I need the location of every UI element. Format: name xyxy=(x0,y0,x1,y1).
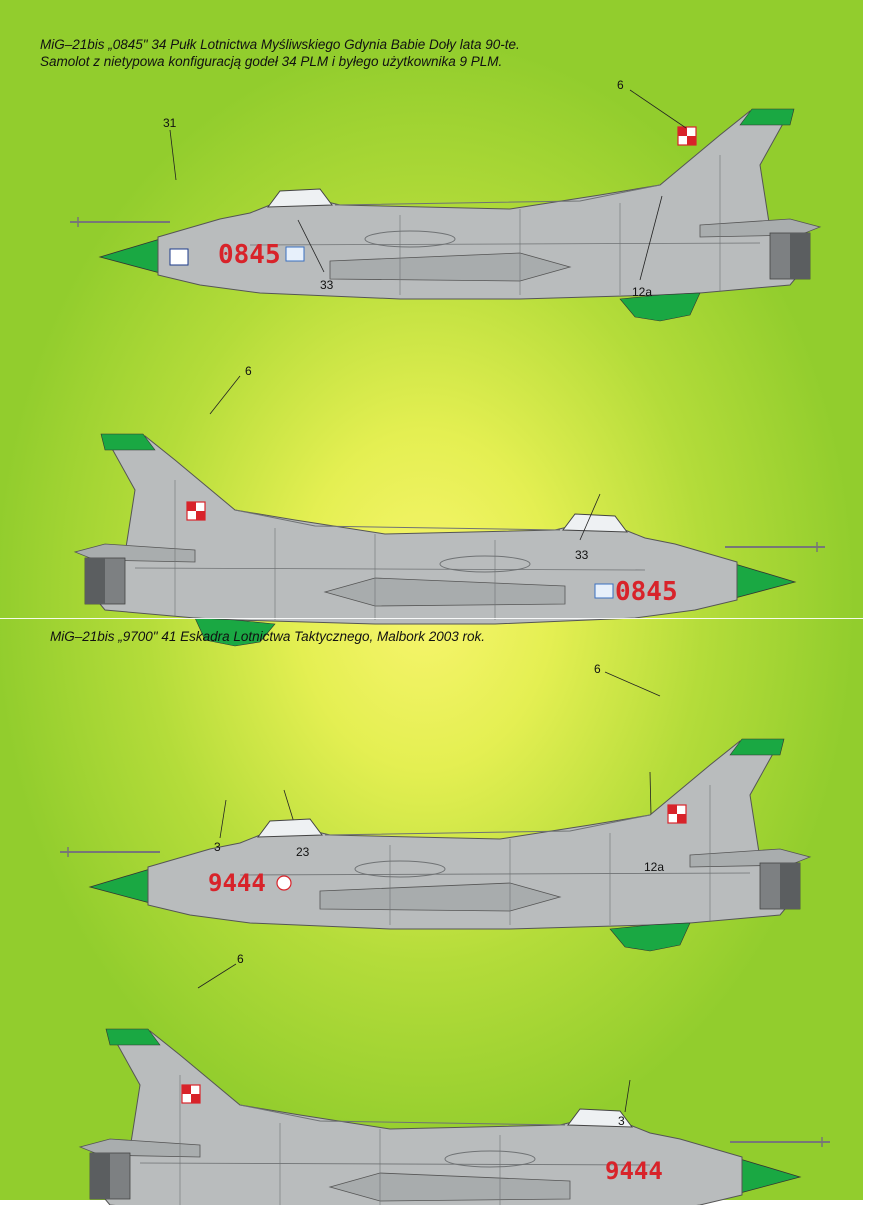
roundel-icon xyxy=(667,804,687,824)
page-margin xyxy=(863,0,883,1200)
section1-title-line1: MiG–21bis „0845" 34 Pułk Lotnictwa Myśli… xyxy=(40,37,520,52)
serial-number: 0845 xyxy=(218,240,281,270)
callout-6: 6 xyxy=(594,662,601,676)
section1-title-line2: Samolot z nietypowa konfiguracją godeł 3… xyxy=(40,54,503,69)
callout-3: 3 xyxy=(214,840,221,854)
serial-number: 9444 xyxy=(605,1157,663,1185)
callout-33: 33 xyxy=(575,548,589,562)
aircraft-right-profile-0845: 0845 xyxy=(74,433,826,647)
unit-emblem-icon xyxy=(276,875,292,891)
aircraft-left-profile-9444: 9444 xyxy=(59,738,811,952)
unit-badge-icon xyxy=(169,246,305,266)
unit-badge-icon xyxy=(594,583,614,599)
callout-12a: 12a xyxy=(644,860,665,874)
section2-title: MiG–21bis „9700" 41 Eskadra Lotnictwa Ta… xyxy=(50,629,486,644)
callout-6: 6 xyxy=(617,78,624,92)
aircraft-right-profile-9444: 9444 xyxy=(79,1028,831,1205)
callout-31: 31 xyxy=(163,116,177,130)
section-divider xyxy=(0,618,863,619)
callout-23: 23 xyxy=(296,845,310,859)
callout-3: 3 xyxy=(618,1114,625,1128)
serial-number: 9444 xyxy=(208,869,266,897)
callout-33: 33 xyxy=(320,278,334,292)
callout-6: 6 xyxy=(245,364,252,378)
callout-6: 6 xyxy=(237,952,244,966)
roundel-icon xyxy=(181,1084,201,1104)
serial-number: 0845 xyxy=(615,577,678,607)
aircraft-left-profile-0845: 0845 xyxy=(69,108,821,322)
callout-12a: 12a xyxy=(632,285,653,299)
